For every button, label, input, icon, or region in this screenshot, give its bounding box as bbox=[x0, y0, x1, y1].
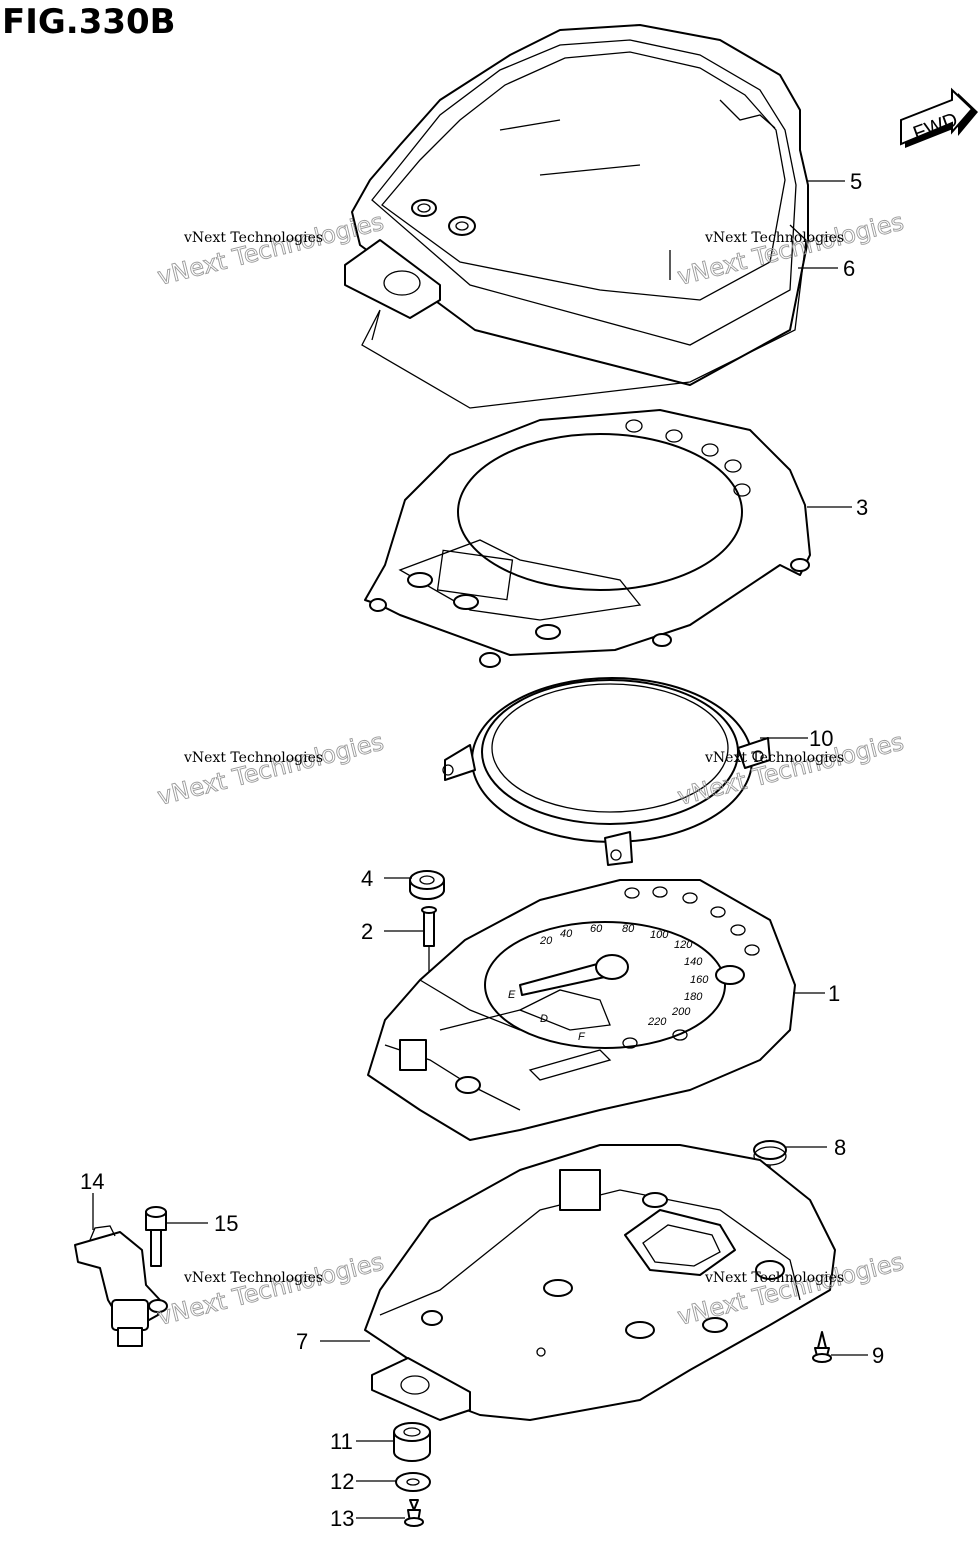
callout-10: 10 bbox=[809, 726, 833, 751]
callout-9: 9 bbox=[872, 1343, 884, 1368]
dial-120: 120 bbox=[674, 939, 693, 951]
callout-2: 2 bbox=[361, 919, 373, 944]
part-1-meter-assembly: 20 40 60 80 100 120 140 160 180 200 220 … bbox=[367, 879, 796, 1141]
svg-text:vNext Technologies: vNext Technologies bbox=[183, 230, 323, 246]
dial-fuel: D bbox=[540, 1013, 548, 1025]
part-9-screw bbox=[812, 1331, 832, 1363]
svg-text:vNext Technologies: vNext Technologies bbox=[704, 230, 844, 246]
dial-220: 220 bbox=[647, 1016, 667, 1028]
callout-14: 14 bbox=[80, 1169, 104, 1194]
part-15-bolt bbox=[145, 1206, 167, 1267]
part-13-screw bbox=[404, 1499, 424, 1527]
callout-6: 6 bbox=[843, 256, 855, 281]
part-5-meter-cover bbox=[344, 24, 809, 386]
dial-empty: E bbox=[508, 989, 516, 1001]
callout-12: 12 bbox=[330, 1469, 354, 1494]
callout-5: 5 bbox=[850, 169, 862, 194]
part-12-washer bbox=[395, 1472, 431, 1492]
svg-text:vNext Technologies: vNext Technologies bbox=[183, 750, 323, 766]
svg-text:vNext Technologies: vNext Technologies bbox=[155, 728, 387, 811]
part-4-grommet bbox=[409, 870, 445, 900]
dial-60: 60 bbox=[590, 923, 603, 935]
dial-40: 40 bbox=[560, 928, 573, 940]
part-2-pin bbox=[421, 906, 437, 947]
callout-1: 1 bbox=[828, 981, 840, 1006]
part-14-speed-sensor bbox=[74, 1225, 168, 1347]
svg-text:vNext Technologies: vNext Technologies bbox=[155, 1248, 387, 1331]
watermark: vNext Technologies vNext Technologies bbox=[154, 727, 387, 811]
dial-20: 20 bbox=[539, 935, 553, 947]
callout-4: 4 bbox=[361, 866, 373, 891]
part-11-grommet bbox=[393, 1422, 431, 1462]
callout-11: 11 bbox=[330, 1429, 353, 1454]
part-6-seal bbox=[361, 224, 807, 409]
watermark: vNext Technologies vNext Technologies bbox=[154, 1247, 387, 1331]
figure-title: FIG.330B bbox=[2, 2, 176, 42]
dial-full: F bbox=[578, 1031, 586, 1043]
callout-13: 13 bbox=[330, 1506, 354, 1531]
callout-7: 7 bbox=[296, 1329, 308, 1354]
svg-text:vNext Technologies: vNext Technologies bbox=[704, 1270, 844, 1286]
leader-lines bbox=[92, 180, 868, 1519]
dial-180: 180 bbox=[684, 991, 703, 1003]
fwd-direction-badge: FWD bbox=[900, 87, 978, 148]
svg-text:vNext Technologies: vNext Technologies bbox=[704, 750, 844, 766]
dial-80: 80 bbox=[622, 923, 635, 935]
callout-15: 15 bbox=[214, 1211, 238, 1236]
part-10-ring bbox=[442, 677, 771, 866]
callout-3: 3 bbox=[856, 495, 868, 520]
part-7-lower-case bbox=[364, 1144, 836, 1421]
part-3-bezel bbox=[364, 409, 811, 668]
dial-100: 100 bbox=[650, 929, 669, 941]
svg-text:vNext Technologies: vNext Technologies bbox=[183, 1270, 323, 1286]
dial-200: 200 bbox=[671, 1006, 691, 1018]
dial-140: 140 bbox=[684, 956, 703, 968]
callout-8: 8 bbox=[834, 1135, 846, 1160]
dial-160: 160 bbox=[690, 974, 709, 986]
